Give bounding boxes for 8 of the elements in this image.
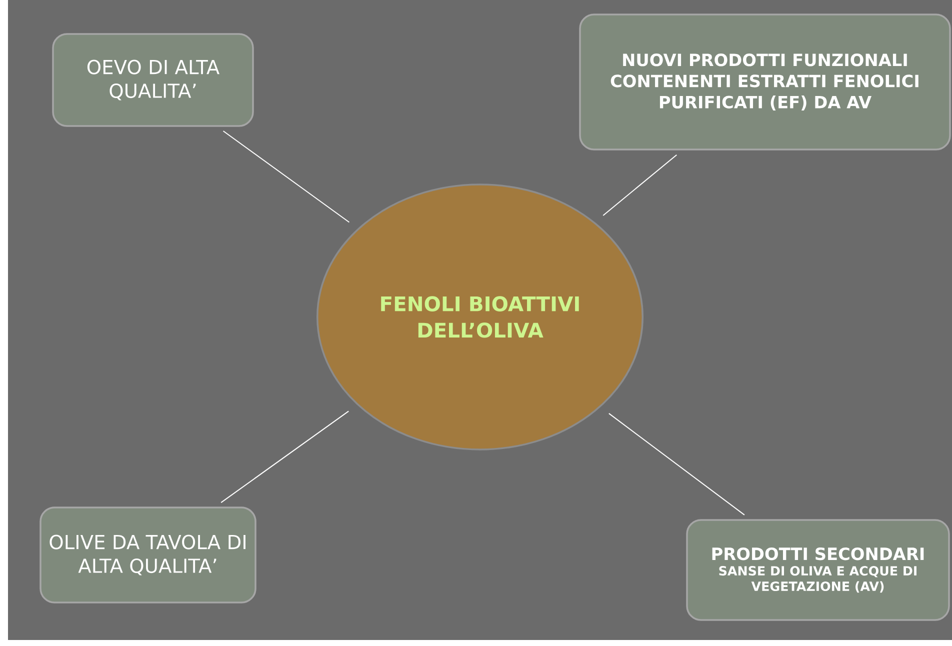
connector-line (608, 413, 745, 516)
topic-box: OEVO DI ALTA QUALITA’ (52, 33, 254, 127)
topic-box: NUOVI PRODOTTI FUNZIONALI CONTENENTI ESTRATTI FENOLICI PURIFICATI (EF) DA AV (579, 14, 951, 150)
connector-line (602, 154, 677, 216)
topic-box: OLIVE DA TAVOLA DI ALTA QUALITA’ (40, 506, 256, 604)
connector-line (222, 130, 350, 223)
topic-box: PRODOTTI SECONDARI SANSE DI OLIVA E ACQUE DI VEGETAZIONE (AV) (686, 519, 950, 621)
connector-line (220, 410, 349, 503)
